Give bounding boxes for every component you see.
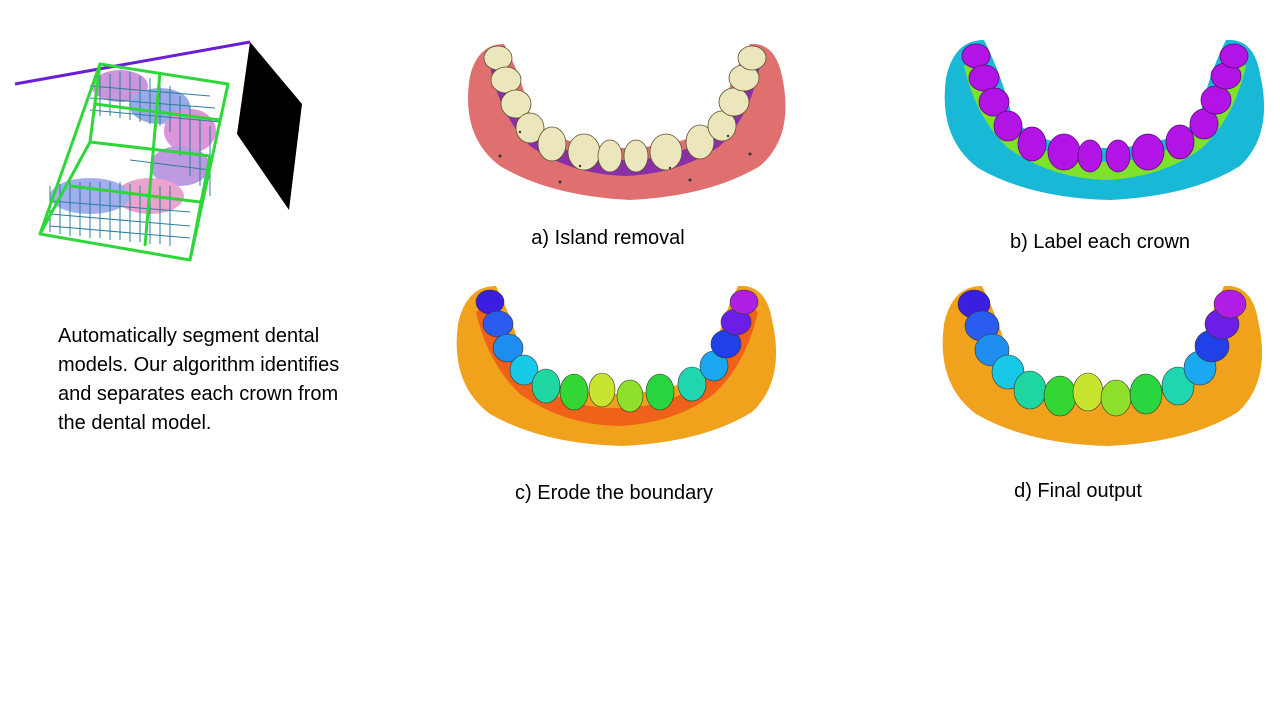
camera-plane-icon xyxy=(237,42,302,210)
caption-a: a) Island removal xyxy=(531,227,685,249)
panel-b-label-each-crown xyxy=(940,34,1270,202)
octree-grid xyxy=(49,72,221,246)
octree-illustration xyxy=(10,36,310,268)
dental-arch-final-icon xyxy=(942,285,1263,446)
caption-d: d) Final output xyxy=(1014,480,1142,502)
caption-c: c) Erode the boundary xyxy=(515,482,713,504)
panel-c-erode-boundary xyxy=(452,280,782,448)
caption-b: b) Label each crown xyxy=(1009,231,1191,253)
crowns xyxy=(483,45,767,173)
dental-arch-labeled-icon xyxy=(944,39,1265,200)
crowns xyxy=(961,43,1249,173)
gum-region xyxy=(456,285,777,446)
gum-region xyxy=(944,39,1265,200)
dental-arch-island-removal-icon xyxy=(468,43,786,201)
octree-bounding-box-icon xyxy=(14,40,302,262)
dental-arch-eroded-icon xyxy=(456,285,777,446)
crowns xyxy=(475,289,759,413)
panel-d-final-output xyxy=(938,280,1268,448)
gum-region xyxy=(468,43,786,201)
description-text: Automatically segment dental models. Our… xyxy=(58,325,340,434)
panel-a-island-removal xyxy=(460,36,790,204)
crowns xyxy=(957,289,1247,417)
island-specks xyxy=(498,130,752,184)
camera-ray xyxy=(14,40,251,86)
octree-bounding-box xyxy=(38,62,230,262)
